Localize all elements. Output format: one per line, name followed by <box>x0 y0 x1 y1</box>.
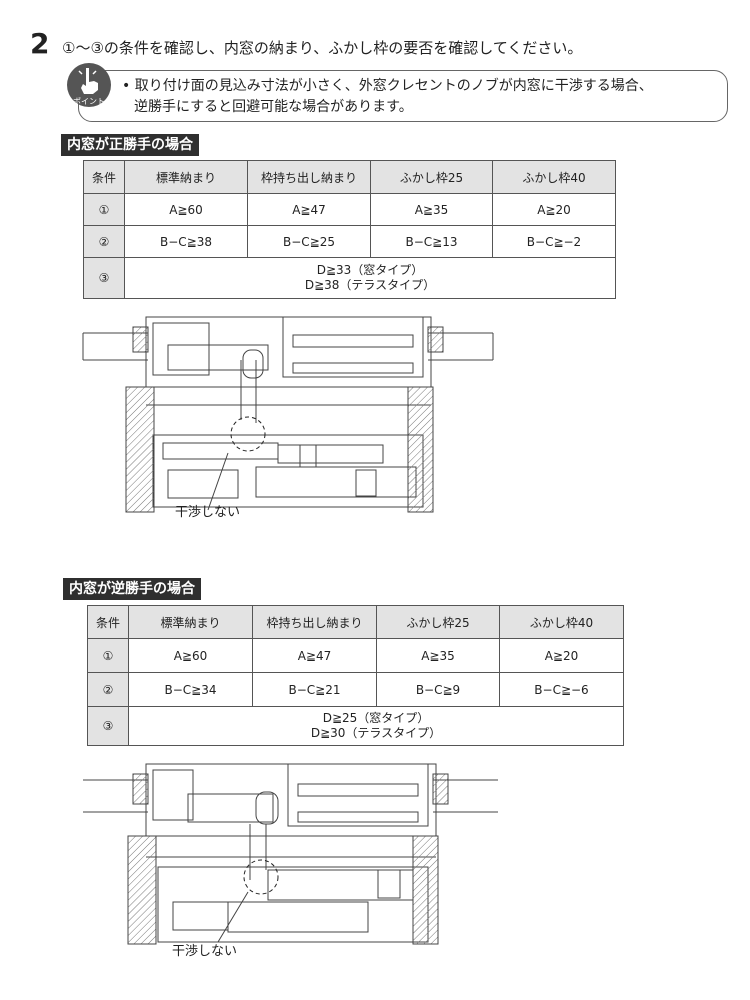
header-frame-extension: 枠持ち出し納まり <box>247 160 371 194</box>
table-cell: A≧20 <box>492 193 616 226</box>
row-label: ③ <box>87 706 129 746</box>
table-cell-merged: D≧33（窓タイプ） D≧38（テラスタイプ） <box>124 257 616 299</box>
table-row: ③ D≧33（窓タイプ） D≧38（テラスタイプ） <box>83 257 616 299</box>
point-note-line2: 逆勝手にすると回避可能な場合があります。 <box>134 99 413 115</box>
header-standard: 標準納まり <box>124 160 248 194</box>
header-standard: 標準納まり <box>128 605 253 639</box>
callout-no-interference: 干渉しない <box>172 944 237 959</box>
condition-window-type: D≧25（窓タイプ） <box>322 711 430 725</box>
header-extension-frame-25: ふかし枠25 <box>376 605 500 639</box>
table-cell: B−C≧25 <box>247 225 371 258</box>
table-cell: B−C≧−2 <box>492 225 616 258</box>
step-instruction: ①〜③の条件を確認し、内窓の納まり、ふかし枠の要否を確認してください。 <box>62 39 583 57</box>
table-cell: A≧20 <box>499 638 624 673</box>
row-label: ① <box>87 638 129 673</box>
condition-table-normal: 条件 標準納まり 枠持ち出し納まり ふかし枠25 ふかし枠40 ① A≧60 A… <box>83 160 616 299</box>
table-cell: A≧60 <box>128 638 253 673</box>
table-cell: A≧60 <box>124 193 248 226</box>
condition-window-type: D≧33（窓タイプ） <box>316 263 424 277</box>
table-row: ② B−C≧34 B−C≧21 B−C≧9 B−C≧−6 <box>87 672 624 707</box>
point-note-line1: • 取り付け面の見込み寸法が小さく、外窓クレセントのノブが内窓に干渉する場合、 <box>122 78 653 94</box>
sash-section-drawing-reverse: 干渉しない <box>83 763 498 959</box>
table-cell: A≧47 <box>252 638 377 673</box>
table-cell: B−C≧38 <box>124 225 248 258</box>
table-row: ① A≧60 A≧47 A≧35 A≧20 <box>87 638 624 673</box>
section-title-normal: 内窓が正勝手の場合 <box>61 134 199 156</box>
table-header-row: 条件 標準納まり 枠持ち出し納まり ふかし枠25 ふかし枠40 <box>83 160 616 194</box>
point-note: • 取り付け面の見込み寸法が小さく、外窓クレセントのノブが内窓に干渉する場合、 … <box>122 76 722 118</box>
header-extension-frame-40: ふかし枠40 <box>492 160 616 194</box>
condition-terrace-type: D≧38（テラスタイプ） <box>304 278 436 292</box>
row-label: ② <box>87 672 129 707</box>
table-cell: B−C≧9 <box>376 672 500 707</box>
header-condition: 条件 <box>83 160 125 194</box>
header-frame-extension: 枠持ち出し納まり <box>252 605 377 639</box>
condition-table-reverse: 条件 標準納まり 枠持ち出し納まり ふかし枠25 ふかし枠40 ① A≧60 A… <box>87 605 624 746</box>
section-title-reverse: 内窓が逆勝手の場合 <box>63 578 201 600</box>
table-row: ② B−C≧38 B−C≧25 B−C≧13 B−C≧−2 <box>83 225 616 258</box>
table-cell-merged: D≧25（窓タイプ） D≧30（テラスタイプ） <box>128 706 624 746</box>
table-row: ③ D≧25（窓タイプ） D≧30（テラスタイプ） <box>87 706 624 746</box>
table-row: ① A≧60 A≧47 A≧35 A≧20 <box>83 193 616 226</box>
table-cell: A≧35 <box>370 193 493 226</box>
header-extension-frame-40: ふかし枠40 <box>499 605 624 639</box>
table-cell: A≧35 <box>376 638 500 673</box>
row-label: ③ <box>83 257 125 299</box>
pointing-hand-icon: ポイント <box>67 63 111 107</box>
table-header-row: 条件 標準納まり 枠持ち出し納まり ふかし枠25 ふかし枠40 <box>87 605 624 639</box>
table-cell: B−C≧21 <box>252 672 377 707</box>
row-label: ② <box>83 225 125 258</box>
header-extension-frame-25: ふかし枠25 <box>370 160 493 194</box>
condition-terrace-type: D≧30（テラスタイプ） <box>310 726 442 740</box>
step-number: 2 <box>30 27 50 60</box>
table-cell: B−C≧−6 <box>499 672 624 707</box>
point-icon-label: ポイント <box>73 97 105 106</box>
table-cell: B−C≧34 <box>128 672 253 707</box>
header-condition: 条件 <box>87 605 129 639</box>
table-cell: A≧47 <box>247 193 371 226</box>
sash-section-drawing-normal: 干渉しない <box>82 316 494 520</box>
row-label: ① <box>83 193 125 226</box>
table-cell: B−C≧13 <box>370 225 493 258</box>
callout-no-interference: 干渉しない <box>175 505 240 520</box>
